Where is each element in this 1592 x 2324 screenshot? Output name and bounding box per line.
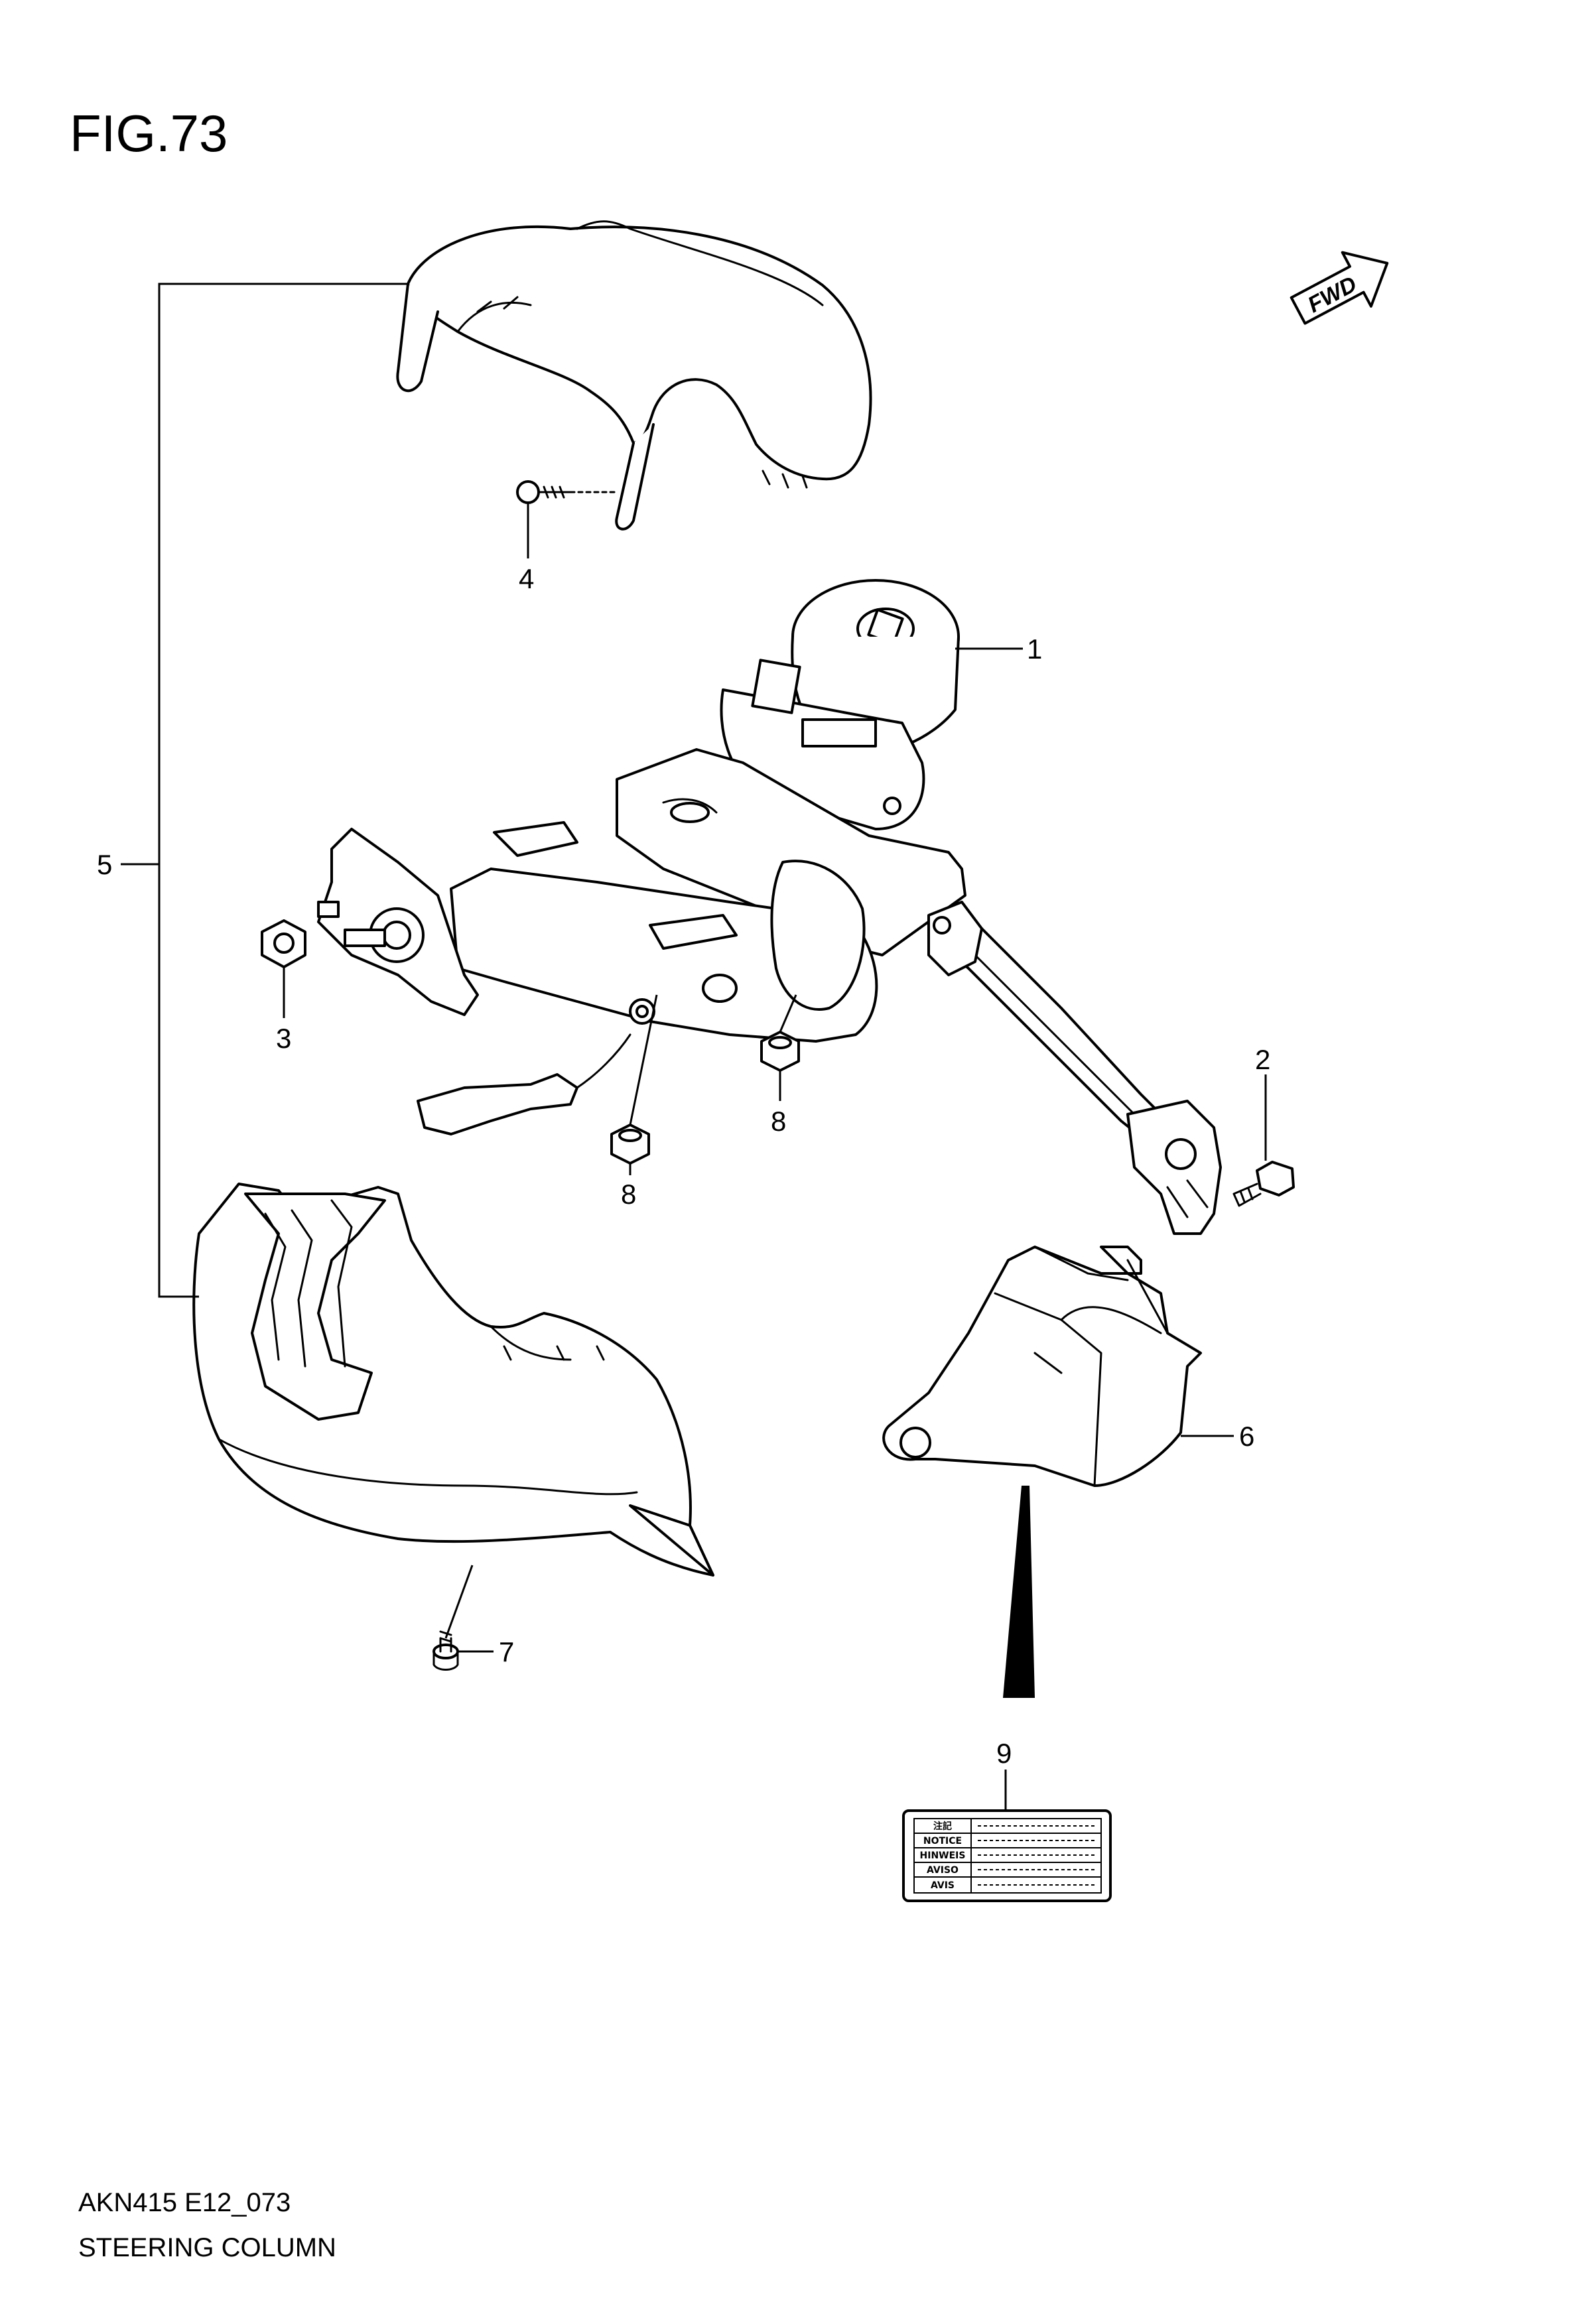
leader-lines [121, 283, 1267, 1811]
callout-6[interactable]: 6 [1239, 1421, 1254, 1452]
pointer-wedge [1003, 1486, 1035, 1698]
warning-label-row: NOTICE [923, 1836, 962, 1846]
callout-9[interactable]: 9 [996, 1738, 1012, 1769]
nut-part-3[interactable] [261, 919, 306, 968]
callout-7[interactable]: 7 [499, 1636, 514, 1667]
callout-4[interactable]: 4 [519, 563, 534, 594]
protector-part-6[interactable] [882, 1246, 1202, 1487]
figure-title: FIG.73 [70, 104, 228, 162]
nut-part-8-left[interactable] [610, 1124, 650, 1165]
figure-code: AKN415 E12_073 [78, 2188, 291, 2217]
callout-5[interactable]: 5 [97, 849, 112, 880]
callout-1[interactable]: 1 [1027, 633, 1042, 665]
callout-8-right[interactable]: 8 [771, 1106, 786, 1137]
steering-column-assembly[interactable] [317, 579, 1222, 1235]
nut-part-8-right[interactable] [760, 1031, 800, 1072]
bolt-part-2[interactable] [1232, 1161, 1295, 1207]
callout-3[interactable]: 3 [276, 1023, 291, 1054]
fwd-arrow-icon: FWD [1290, 251, 1389, 325]
warning-label-part-9[interactable]: 注記 NOTICE HINWEIS AVISO AVIS [902, 1809, 1112, 1902]
callout-2[interactable]: 2 [1255, 1044, 1270, 1075]
warning-label-row: 注記 [933, 1821, 952, 1832]
callout-8-left[interactable]: 8 [621, 1179, 636, 1210]
lower-column-cover[interactable] [192, 1183, 714, 1577]
figure-caption: STEERING COLUMN [78, 2233, 336, 2262]
upper-column-cover[interactable] [396, 220, 872, 531]
warning-label-row: HINWEIS [920, 1850, 966, 1861]
screw-part-4[interactable] [516, 480, 618, 504]
callout-labels: 1 2 3 4 5 6 7 8 8 9 [97, 563, 1270, 1769]
warning-label-table: 注記 NOTICE HINWEIS AVISO AVIS [913, 1818, 1102, 1894]
warning-label-row: AVIS [931, 1880, 955, 1891]
warning-label-row: AVISO [927, 1865, 959, 1876]
